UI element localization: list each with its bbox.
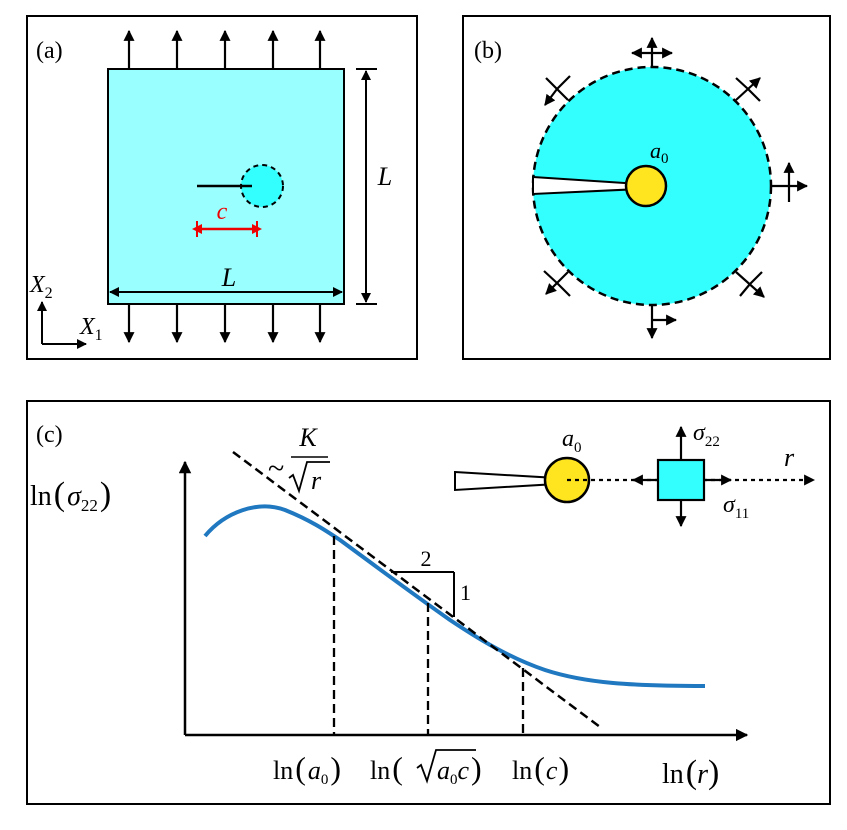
x-axis-label: ln(r) [662, 754, 719, 791]
asymptote-label: ~ K r [268, 423, 330, 495]
panel-a: (a) c L L X2 [26, 15, 418, 360]
slope-run-label: 2 [421, 546, 432, 571]
tick-sqrt-sign [416, 749, 476, 784]
slope-rise-label: 1 [460, 580, 471, 605]
width-label: L [221, 263, 236, 292]
asymptote-line [232, 450, 601, 729]
marker-lines [332, 536, 525, 735]
traction-right [771, 161, 809, 202]
coordinate-axes: X2 X1 [29, 272, 103, 349]
tick-label-a0: ln(a0) [273, 750, 341, 788]
height-label: L [377, 162, 392, 191]
traction-bottom-left [543, 270, 571, 297]
traction-bottom-right [735, 271, 765, 298]
inset-crack-wedge [454, 470, 557, 492]
tick-label-sqrt-a0c-pre: ln( [370, 750, 403, 786]
traction-top-right [735, 77, 761, 102]
bottom-tension-arrows [123, 304, 326, 344]
stress-curve [203, 504, 706, 688]
panel-c-frame [26, 400, 831, 805]
sqrt-sign [288, 461, 330, 494]
asymptote-numerator: K [298, 423, 318, 452]
inset-diagram: a0 σ22 σ11 r [454, 420, 816, 528]
stress-element [656, 458, 706, 502]
panel-a-label: (a) [36, 38, 63, 64]
panel-c-label: (c) [36, 422, 63, 448]
crack-length-label: c [217, 199, 228, 225]
panel-b: (b) a0 [462, 15, 831, 360]
sigma11-label: σ11 [723, 492, 749, 522]
tip-label: a0 [650, 138, 669, 167]
asymptote-denominator: r [311, 466, 322, 495]
y-axis-label: ln(σ22) [30, 476, 111, 515]
traction-top-left [544, 75, 571, 106]
panel-b-label: (b) [474, 38, 502, 64]
sigma22-label: σ22 [693, 420, 720, 450]
slope-triangle [391, 571, 455, 617]
tick-label-sqrt-a0c: ln( a0c) [370, 749, 482, 788]
x1-axis-label: X1 [79, 314, 103, 344]
asymptote-tilde: ~ [268, 452, 284, 485]
traction-bottom [646, 305, 678, 340]
top-tension-arrows [123, 29, 326, 69]
tick-label-sqrt-a0c-body: a0c) [437, 750, 482, 788]
crack-tip-core [624, 164, 668, 208]
traction-top [630, 36, 674, 67]
x2-axis-label: X2 [29, 272, 53, 302]
tick-label-c: ln(c) [512, 750, 569, 786]
inset-tip-label: a0 [562, 426, 582, 456]
panel-b-frame [462, 15, 831, 360]
radial-label: r [784, 443, 795, 472]
boundary-tractions [543, 36, 809, 340]
panel-a-frame [26, 15, 418, 360]
panel-c: (c) ln(σ22) ln(r) ~ K r 2 1 [26, 400, 831, 805]
